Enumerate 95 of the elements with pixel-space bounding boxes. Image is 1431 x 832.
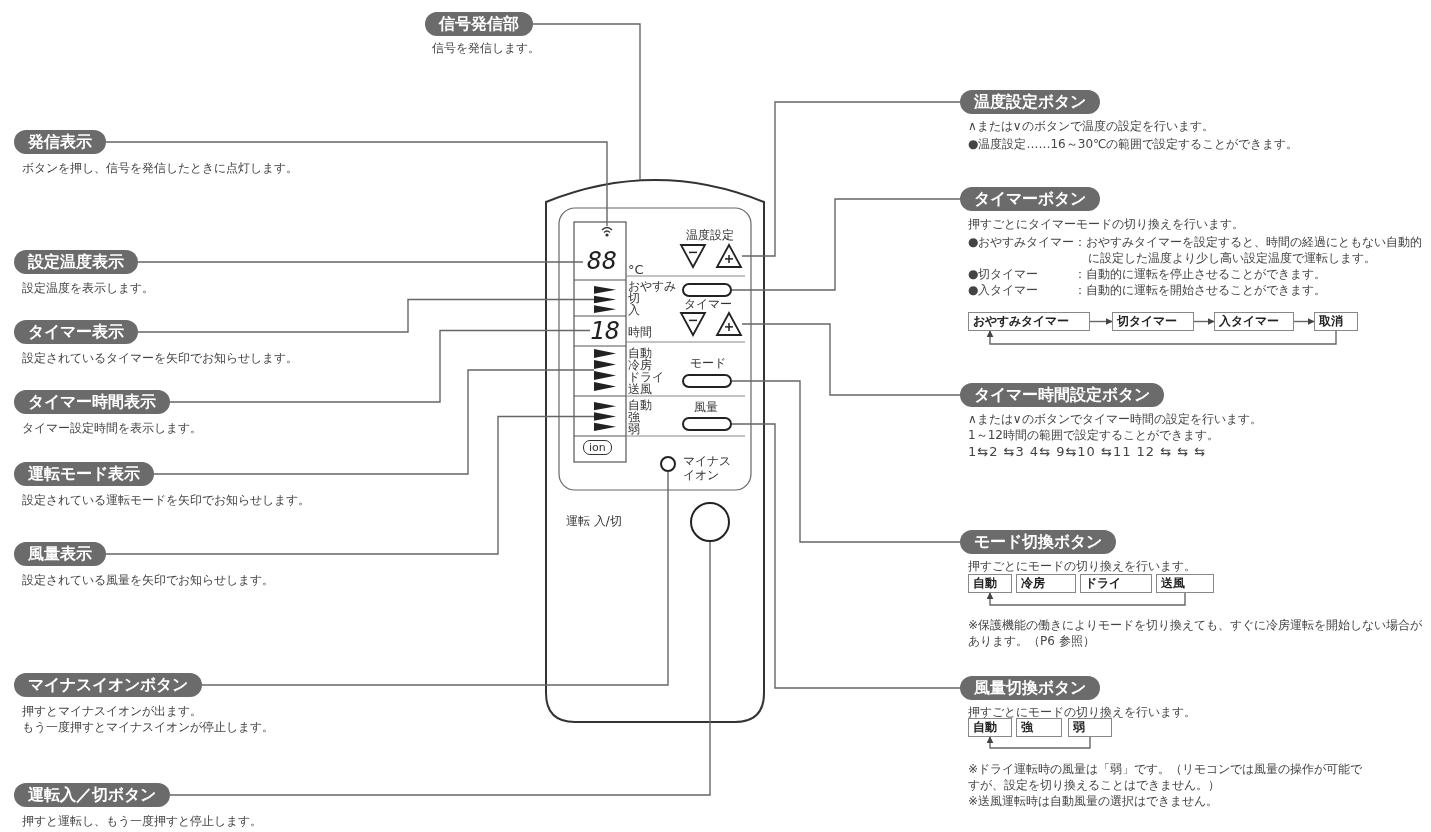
callout-label: 温度設定ボタン [960,90,1100,114]
remote-label: マイナスイオン [683,454,731,482]
oval-button [682,374,732,388]
mode-step: おやすみタイマー [968,312,1090,331]
mode-step: 弱 [1068,718,1112,737]
remote-label: おやすみ [628,280,676,292]
leader-line [741,101,961,257]
description-text: タイマー設定時間を表示します。 [22,420,202,436]
leader-line [741,323,961,396]
description-text: ●切タイマー ：自動的に運転を停止させることができます。 [968,266,1328,282]
oval-button [682,283,732,297]
description-text: 押すごとにモードの切り換えを行います。 [968,558,1197,574]
callout-label: 設定温度表示 [14,250,138,274]
leader-line [169,329,591,403]
callout-label: 発信表示 [14,130,106,154]
leader-line [169,541,711,796]
remote-label: 弱 [628,423,640,435]
leader-line [201,471,669,686]
remote-label: 自動 [628,347,652,359]
oval-button [682,417,732,431]
remote-label: 時間 [628,326,652,338]
leader-line [731,198,961,291]
remote-label: 風量 [694,400,718,414]
remote-label: タイマー [684,298,732,310]
mode-step: 送風 [1156,574,1214,593]
mode-step: 取消 [1314,312,1358,331]
remote-label: 切 [628,292,640,304]
remote-label: °C [628,262,644,277]
lcd-digits: 18 [590,317,620,344]
description-text: ボタンを押し、信号を発信したときに点灯します。 [22,160,298,176]
leader-line [137,261,584,263]
leader-line [731,380,961,543]
arrow [986,736,1091,749]
description-text: 押すごとにタイマーモードの切り換えを行います。 [968,216,1245,232]
mode-step: 切タイマー [1112,312,1194,331]
leader-line [153,369,595,475]
description-text: 押すと運転し、もう一度押すと停止します。 [22,813,262,829]
remote-label: ドライ [628,371,664,383]
mode-step: 入タイマー [1214,312,1294,331]
description-text: 押すごとにモードの切り換えを行います。 [968,704,1197,720]
description-text: 1～12時間の範囲で設定することができます。 [968,427,1220,443]
mode-step: 強 [1016,718,1062,737]
callout-label: 運転入／切ボタン [14,783,170,807]
description-text: もう一度押すとマイナスイオンが停止します。 [22,719,274,735]
arrow [1193,318,1215,325]
mode-step: 自動 [968,718,1012,737]
remote-label: 入 [628,304,640,316]
remote-label: 強 [628,411,640,423]
description-text: ∧または∨のボタンでタイマー時間の設定を行います。 [968,411,1263,427]
mode-step: 冷房 [1016,574,1076,593]
description-text: ※送風運転時は自動風量の選択はできません。 [968,793,1220,809]
leader-line [137,298,595,333]
remote-label: モード [690,356,726,370]
remote-label: 温度設定 [686,229,734,241]
leader-line [105,415,595,555]
callout-label: 風量切換ボタン [960,676,1100,700]
arrow [986,330,1337,345]
lcd-digits: 88 [583,247,621,275]
description-text: 設定されているタイマーを矢印でお知らせします。 [22,350,298,366]
description-text: 設定温度を表示します。 [22,280,154,296]
callout-label: タイマー時間設定ボタン [960,383,1164,407]
mode-step: 自動 [968,574,1012,593]
arrow [1089,318,1113,325]
callout-label: マイナスイオンボタン [14,673,202,697]
mode-step: ドライ [1080,574,1152,593]
remote-label: 運転 入/切 [566,514,622,528]
callout-label: モード切換ボタン [960,530,1116,554]
callout-label: 運転モード表示 [14,462,154,486]
remote-label: ion [583,440,612,455]
description-text: 設定されている運転モードを矢印でお知らせします。 [22,492,310,508]
round-button [690,502,730,542]
callout-label: タイマー時間表示 [14,390,170,414]
remote-label: 冷房 [628,359,652,371]
callout-label: タイマー表示 [14,320,138,344]
description-text: ※ドライ運転時の風量は「弱」です。（リモコンでは風量の操作が可能ですが、設定を切り換えることはできません。） [968,761,1364,793]
description-text: ∧または∨のボタンで温度の設定を行います。 [968,118,1215,134]
callout-label: 風量表示 [14,542,106,566]
note-text: ※保護機能の働きによりモードを切り換えても、すぐに冷房運転を開始しない場合があります。（P6 参照） [968,617,1424,649]
leader-line [105,141,608,227]
description-text: 押すとマイナスイオンが出ます。 [22,703,202,719]
arrow [1293,318,1315,325]
timer-sequence-text: 1⇆2 ⇆3 4⇆ 9⇆10 ⇆11 12 ⇆ ⇆ ⇆ [968,444,1208,460]
leader-line [532,23,641,181]
description-text: ●入タイマー ：自動的に運転を開始させることができます。 [968,282,1328,298]
remote-label: 自動 [628,399,652,411]
remote-label: 送風 [628,383,652,395]
description-text: ●温度設定……16～30℃の範囲で設定することができます。 [968,136,1300,152]
callout-label: 信号発信部 [425,12,533,36]
leader-line [731,423,961,689]
description-text: ●おやすみタイマー：おやすみタイマーを設定すると、時間の経過にともない自動的に設定した温度より少し高い設定温度で運転します。 [968,234,1424,266]
arrow [986,592,1186,606]
description-text: 信号を発信します。 [432,40,540,56]
callout-label: タイマーボタン [960,187,1100,211]
description-text: 設定されている風量を矢印でお知らせします。 [22,572,274,588]
round-button [660,456,676,472]
